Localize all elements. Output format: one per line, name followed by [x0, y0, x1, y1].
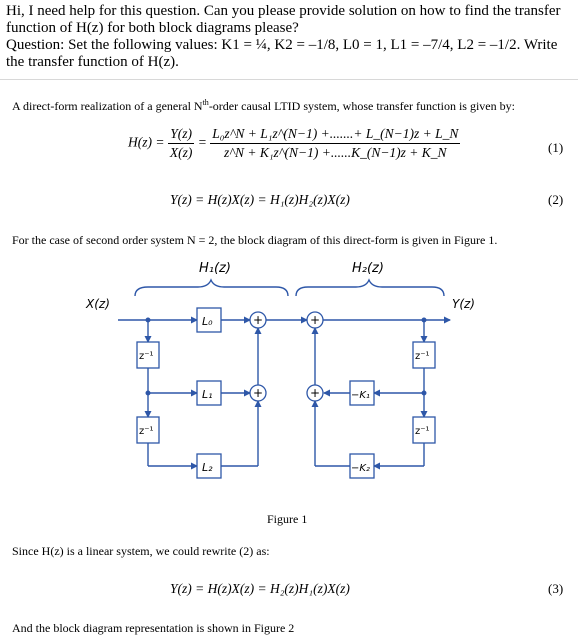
label-l0: L₀ — [202, 315, 213, 328]
question-line-2: Question: Set the following values: K1 =… — [6, 37, 558, 70]
label-delay-left-2: z⁻¹ — [139, 426, 154, 437]
plus-2: + — [253, 386, 263, 400]
paragraph-2: For the case of second order system N = … — [12, 233, 498, 247]
label-delay-left-1: z⁻¹ — [139, 351, 154, 362]
question-text: Hi, I need help for this question. Can y… — [6, 3, 574, 71]
label-delay-right-1: z⁻¹ — [415, 351, 430, 362]
question-line-1: Hi, I need help for this question. Can y… — [6, 3, 561, 36]
intro-text: A direct-form realization of a general N… — [12, 98, 515, 113]
label-output: Y(z) — [452, 297, 475, 311]
equation-2: Y(z) = H(z)X(z) = H₁(z)H₂(z)X(z) — [170, 192, 350, 207]
eq1-lhs: H(z) = — [128, 134, 165, 150]
figure-caption: Figure 1 — [267, 512, 308, 526]
gain-box-l2 — [196, 453, 222, 479]
label-h1: H₁(z) — [199, 261, 231, 276]
label-l1: L₁ — [202, 388, 213, 401]
adder-3 — [306, 311, 324, 329]
delay-box-right-1 — [412, 341, 436, 369]
delay-box-left-2 — [136, 416, 160, 444]
divider — [0, 79, 578, 80]
paragraph-3: Since H(z) is a linear system, we could … — [12, 544, 270, 558]
adder-1 — [249, 311, 267, 329]
label-k1: −K₁ — [351, 390, 370, 401]
label-l2: L₂ — [202, 461, 213, 474]
eq3-number: (3) — [548, 581, 564, 596]
eq1-fraction-2: L₀z^N + L₁z^(N−1) +.......+ L_(N−1)z + L… — [210, 126, 461, 160]
eq1-fraction-1: Y(z) X(z) — [167, 126, 195, 160]
delay-box-left-1 — [136, 341, 160, 369]
label-h2: H₂(z) — [352, 261, 384, 276]
equation-1: H(z) = Y(z) X(z) = L₀z^N + L₁z^(N−1) +..… — [128, 126, 461, 160]
paragraph-4: And the block diagram representation is … — [12, 621, 295, 635]
plus-1: + — [253, 313, 263, 327]
adder-2 — [249, 384, 267, 402]
gain-box-k1 — [349, 380, 375, 406]
eq2-number: (2) — [548, 192, 564, 207]
label-delay-right-2: z⁻¹ — [415, 426, 430, 437]
equation-3: Y(z) = H(z)X(z) = H₂(z)H₁(z)X(z) — [170, 581, 350, 596]
gain-box-l0 — [196, 307, 222, 333]
label-input: X(z) — [85, 297, 110, 311]
plus-4: + — [310, 386, 320, 400]
gain-box-l1 — [196, 380, 222, 406]
brace-h2 — [295, 278, 445, 297]
eq1-number: (1) — [548, 140, 564, 155]
block-diagram: H₁(z) H₂(z) X(z) Y(z) L₀ L₁ L₂ −K₁ −K₂ z… — [85, 261, 475, 479]
label-k2: −K₂ — [351, 463, 370, 474]
adder-4 — [306, 384, 324, 402]
gain-box-k2 — [349, 453, 375, 479]
brace-h1 — [134, 278, 289, 297]
delay-box-right-2 — [412, 416, 436, 444]
plus-3: + — [310, 313, 320, 327]
